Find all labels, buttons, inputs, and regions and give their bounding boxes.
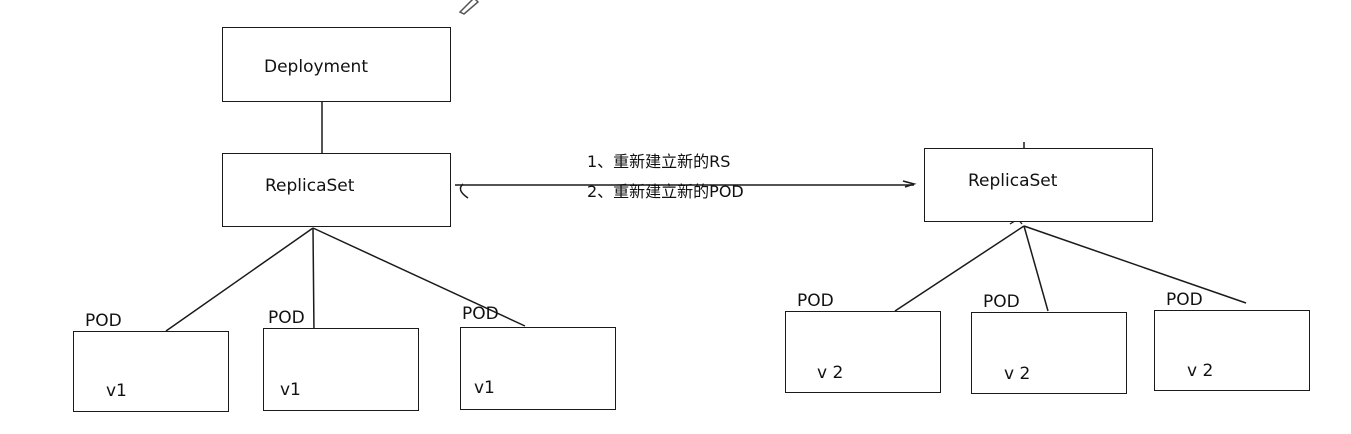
- old-pod-2-tag: POD: [268, 308, 305, 328]
- deployment-label: Deployment: [264, 57, 368, 77]
- old-pod-1-version: v1: [106, 381, 127, 401]
- new-pod-2: v 2: [971, 312, 1127, 394]
- old-pod-3-tag: POD: [462, 304, 499, 324]
- new-pod-3: v 2: [1154, 310, 1310, 391]
- replicaset-new-label: ReplicaSet: [968, 171, 1058, 191]
- old-pod-3: v1: [460, 327, 616, 410]
- step-1-text: 1、重新建立新的RS: [587, 152, 731, 171]
- old-pod-2: v1: [263, 328, 419, 411]
- arrow-tail-mark: [459, 183, 469, 199]
- edge-rs-new-pod-1: [894, 225, 1025, 312]
- new-pod-3-tag: POD: [1166, 290, 1203, 310]
- new-pod-1-tag: POD: [797, 291, 834, 311]
- new-pod-1-version: v 2: [817, 363, 844, 383]
- replicaset-new-node: ReplicaSet: [924, 148, 1153, 222]
- old-pod-1-tag: POD: [85, 311, 122, 331]
- replicaset-old-label: ReplicaSet: [265, 176, 355, 196]
- replicaset-old-node: ReplicaSet: [222, 153, 451, 227]
- edge-rs-old-pod-2: [312, 227, 315, 335]
- pen-icon: [458, 0, 480, 15]
- edge-rs-new-pod-3: [1023, 225, 1247, 304]
- deployment-node: Deployment: [222, 27, 451, 102]
- old-pod-3-version: v1: [474, 378, 495, 398]
- edge-rs-new-pod-2: [1023, 225, 1049, 312]
- old-pod-2-version: v1: [280, 380, 301, 400]
- new-pod-2-tag: POD: [983, 292, 1020, 312]
- arrow-head-mark: [902, 180, 917, 188]
- edge-rs-old-pod-3: [312, 227, 526, 327]
- old-pod-1: v1: [73, 331, 229, 412]
- new-pod-2-version: v 2: [1004, 364, 1031, 384]
- new-pod-3-version: v 2: [1187, 361, 1214, 381]
- edge-rs-old-pod-1: [165, 227, 314, 332]
- new-pod-1: v 2: [785, 311, 941, 393]
- step-2-text: 2、重新建立新的POD: [587, 182, 744, 201]
